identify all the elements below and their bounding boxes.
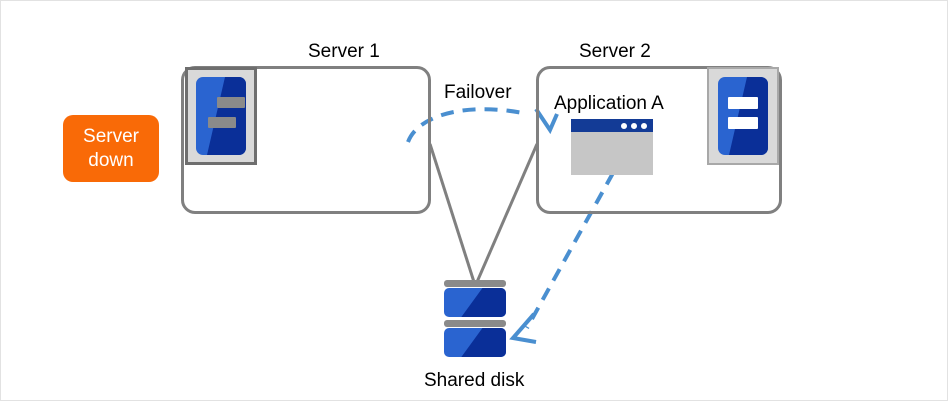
server-down-badge-line1: Server	[83, 126, 139, 148]
disk-platter-bottom	[444, 328, 506, 357]
application-a-label: Application A	[554, 93, 664, 114]
failover-arrowhead	[534, 107, 559, 135]
server1-label: Server 1	[308, 41, 380, 62]
application-window-body	[571, 132, 653, 175]
server-icon-bar-bottom	[728, 117, 758, 129]
server2-box	[536, 66, 782, 214]
application-window-dot-1	[621, 123, 627, 129]
app-to-disk-arrow-line	[525, 172, 615, 329]
server2-label: Server 2	[579, 41, 651, 62]
application-window-icon	[571, 119, 653, 175]
connector-server1-to-disk	[428, 143, 476, 283]
server-icon-body	[196, 77, 246, 155]
server1-box	[181, 66, 431, 214]
connector-server2-to-disk	[475, 143, 539, 283]
server-icon-bar-top	[217, 97, 245, 108]
shared-disk-label: Shared disk	[424, 370, 525, 391]
app-to-disk-arrowhead	[509, 312, 537, 344]
failover-arrow-curve	[406, 107, 529, 143]
server-down-badge-line2: down	[88, 149, 134, 171]
server-icon-disabled	[185, 67, 257, 165]
disk-bar-top	[444, 280, 506, 287]
application-window-titlebar	[571, 119, 653, 132]
server-icon-bar-top	[728, 97, 758, 109]
disk-bar-bottom	[444, 320, 506, 327]
server-down-badge: Server down	[63, 115, 159, 182]
server-icon-body	[718, 77, 768, 155]
server-icon	[707, 67, 779, 165]
disk-stack-icon	[444, 280, 506, 360]
disk-platter-top	[444, 288, 506, 317]
application-window-dot-2	[631, 123, 637, 129]
failover-label: Failover	[444, 82, 512, 103]
application-window-dot-3	[641, 123, 647, 129]
server-icon-bar-bottom	[208, 117, 236, 128]
